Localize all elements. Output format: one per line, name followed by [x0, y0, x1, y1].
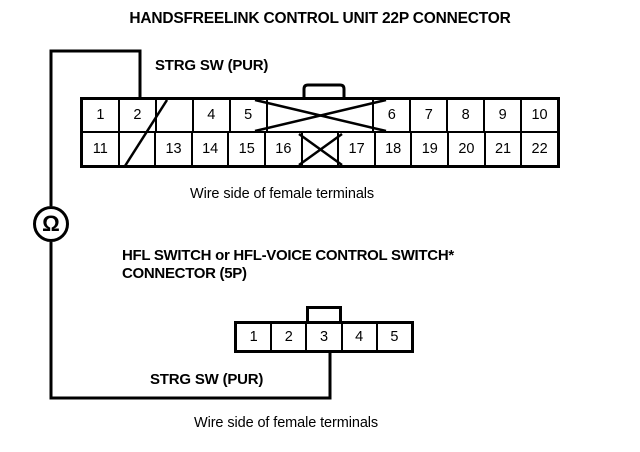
connector-5p-title-line2: CONNECTOR (5P)	[122, 265, 247, 282]
pin-cell-12-blank	[120, 132, 157, 165]
pin-cell-1[interactable]: 1	[83, 100, 120, 131]
caption-wire-side-top: Wire side of female terminals	[190, 186, 375, 202]
pin5-cell-4[interactable]: 4	[343, 324, 378, 350]
connector-5p-grid: 1 2 3 4 5	[234, 321, 414, 353]
pin-cell-3-blank	[157, 100, 194, 131]
pin5-cell-3[interactable]: 3	[307, 324, 343, 350]
pin-cell-15[interactable]: 15	[229, 132, 267, 165]
pin-cell-2[interactable]: 2	[120, 100, 157, 131]
wire-label-strg-sw-top: STRG SW (PUR)	[155, 57, 269, 74]
pin-cell-19[interactable]: 19	[412, 132, 450, 165]
connector-5p-title: HFL SWITCH or HFL-VOICE CONTROL SWITCH* …	[122, 247, 454, 283]
pin-cell-13[interactable]: 13	[156, 132, 193, 165]
wire-label-strg-sw-bottom: STRG SW (PUR)	[150, 371, 264, 388]
connector-22p-keyway-tab	[296, 83, 352, 98]
pin-cell-18[interactable]: 18	[376, 132, 413, 165]
connector-22p-grid: 1 2 4 5 6 7 8 9 10 11 13 14 15 16 17 18 …	[80, 97, 560, 168]
pin-cell-9[interactable]: 9	[485, 100, 523, 131]
pin5-cell-2[interactable]: 2	[272, 324, 308, 350]
pin-cell-6[interactable]: 6	[374, 100, 412, 131]
pin-cell-unused-bowtie	[268, 100, 375, 131]
pin5-cell-5[interactable]: 5	[390, 329, 399, 345]
connector-22p-bottom-row: 11 13 14 15 16 17 18 19 20 21 22	[83, 132, 557, 165]
pin-cell-unused-cross	[303, 132, 340, 165]
pin-cell-20[interactable]: 20	[449, 132, 486, 165]
connector-22p-top-row: 1 2 4 5 6 7 8 9 10	[83, 100, 557, 133]
page-title: HANDSFREELINK CONTROL UNIT 22P CONNECTOR	[129, 10, 511, 27]
pin-cell-10[interactable]: 10	[531, 107, 548, 124]
pin-cell-21[interactable]: 21	[486, 132, 523, 165]
pin-cell-8[interactable]: 8	[448, 100, 486, 131]
pin5-cell-1[interactable]: 1	[237, 324, 273, 350]
pin-cell-5[interactable]: 5	[231, 100, 268, 131]
caption-wire-side-bottom: Wire side of female terminals	[194, 415, 379, 431]
pin-cell-22[interactable]: 22	[531, 140, 548, 157]
pin-cell-16[interactable]: 16	[266, 132, 303, 165]
ohmmeter-icon: Ω	[33, 206, 69, 242]
pin-cell-17[interactable]: 17	[339, 132, 376, 165]
pin-cell-14[interactable]: 14	[193, 132, 230, 165]
pin-cell-4[interactable]: 4	[194, 100, 231, 131]
pin-cell-7[interactable]: 7	[411, 100, 449, 131]
connector-5p-title-line1: HFL SWITCH or HFL-VOICE CONTROL SWITCH*	[122, 247, 454, 264]
pin-cell-11[interactable]: 11	[83, 132, 120, 165]
connector-5p-keyway-tab	[306, 306, 342, 322]
